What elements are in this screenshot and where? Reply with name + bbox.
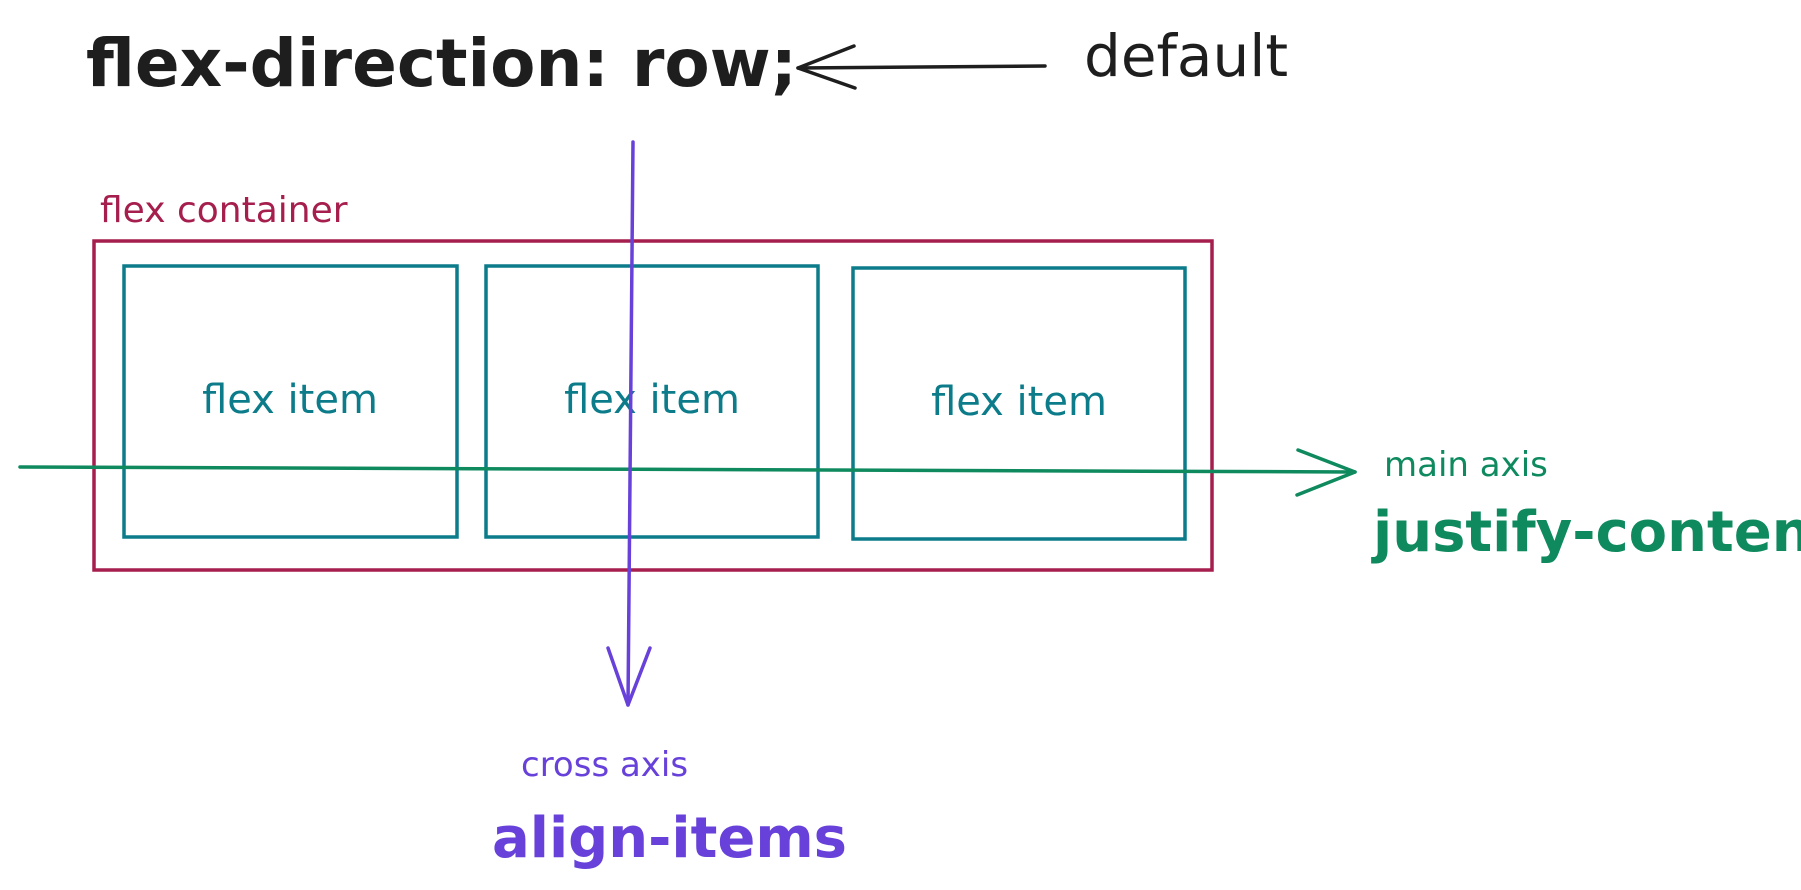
flex-item-box <box>484 264 820 539</box>
flex-item-label: flex item <box>931 379 1107 425</box>
default-arrow <box>796 44 1047 90</box>
flex-item-box <box>122 264 459 539</box>
cross-axis-property: align-items <box>492 806 847 871</box>
flex-container-label: flex container <box>100 190 348 231</box>
flex-container-box <box>92 239 1214 572</box>
main-axis-arrow <box>18 448 1357 497</box>
title-text: flex-direction: row; <box>86 25 797 102</box>
main-axis-label: main axis <box>1384 445 1548 485</box>
flex-item-label: flex item <box>202 377 378 423</box>
cross-axis-arrow <box>606 140 652 707</box>
main-axis-property: justify-content <box>1371 500 1801 565</box>
flex-item-label: flex item <box>564 377 740 423</box>
cross-axis-label: cross axis <box>521 745 688 785</box>
flex-item-box <box>851 266 1187 541</box>
default-label: default <box>1084 22 1288 90</box>
